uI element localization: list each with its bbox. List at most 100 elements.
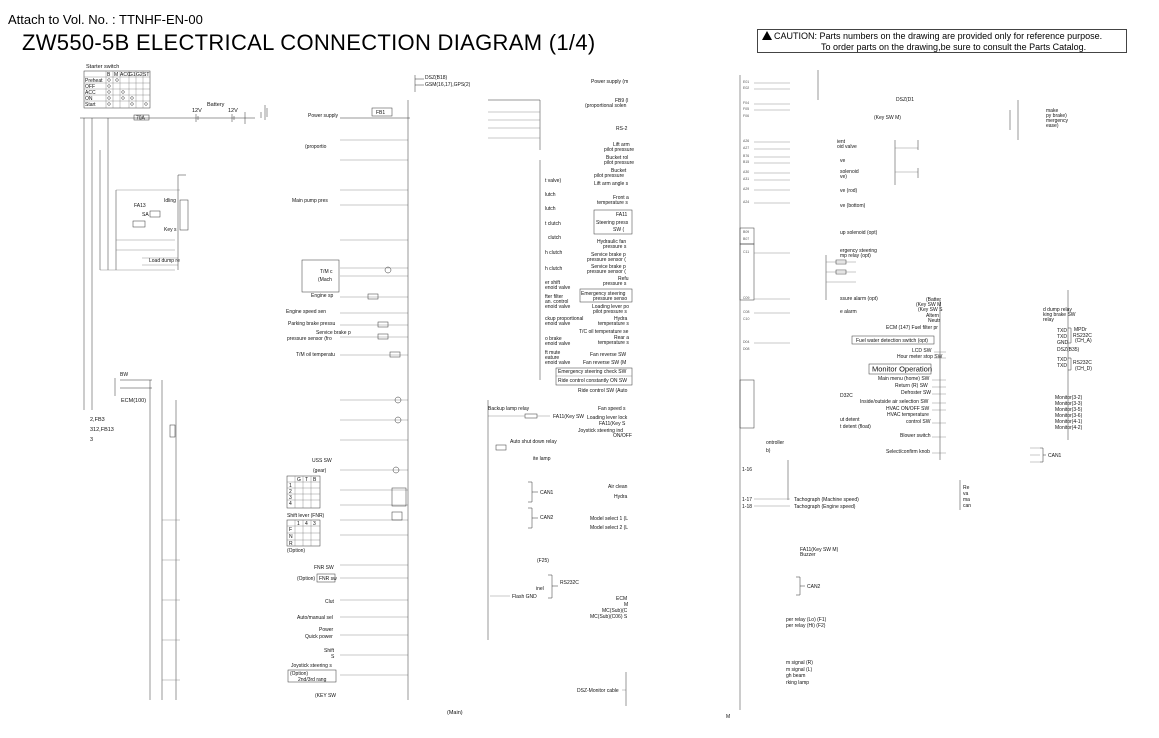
column5-section: make py brake) mergency ease) d dump rel… [959, 108, 1092, 510]
pin-c09: C09 [743, 296, 749, 300]
service-brake-2-label: Service brake p [591, 264, 626, 270]
dsz-b18-label: DSZ(B18) [425, 75, 448, 81]
clutch-5-label: h clutch [545, 250, 562, 256]
joystick-steering-label: Joystick steering s [291, 663, 332, 669]
hydraulic-fan-pressure-label: pressure s [603, 244, 627, 250]
column4-section: E01 E02 F04 F05 F06 A26 A27 B76 B15 A30 … [726, 70, 1019, 720]
oid-valve-label: oid valve [837, 144, 857, 150]
service-brake-1-sensor-label: pressure sensor ( [587, 257, 626, 263]
shift-col-3: 3 [313, 521, 316, 527]
column2-wires [340, 100, 409, 700]
pressure-sensor-label: pressure sensor (fro [287, 336, 332, 342]
ve-label: ve) [840, 174, 847, 180]
hvac-onoff-label: HVAC ON/OFF SW [886, 406, 930, 412]
fb1-label: FB1 [376, 110, 385, 116]
gnd-label: GND [1057, 340, 1069, 346]
gear-label: (gear) [313, 468, 327, 474]
refuel-label: Refu [618, 276, 629, 282]
fuel-filter-label: ECM (147) Fuel filter pr [886, 325, 938, 331]
fnr-sw-box [316, 573, 336, 583]
starter-switch-section: Starter switch B M ACC G1 G2 ST Preheat … [83, 64, 151, 109]
parking-brake-sw-label: king brake SW [1043, 312, 1076, 318]
f25-label: (F25) [537, 558, 549, 564]
power-supply-m-label: Power supply (m [591, 79, 628, 85]
shift-row-r: R [289, 541, 293, 547]
auto-brake-valve-label: enoid valve [545, 341, 571, 347]
pin-b76: B76 [743, 154, 749, 158]
idling-relay-box [132, 220, 146, 228]
tacho-machine-label: Tachograph (Machine speed) [794, 497, 859, 503]
column1-wiring: FA13 SA Key s Load dump re Idling BW ECM… [83, 118, 189, 700]
shift-col-4: 4 [305, 521, 308, 527]
m-col4-label: M [726, 714, 730, 720]
mute-valve-label: enoid valve [545, 360, 571, 366]
hydraulic-oil-label: Hydra [614, 316, 628, 322]
lift-arm-angle-label: Lift arm angle s [594, 181, 629, 187]
clutch-6-label: h clutch [545, 266, 562, 272]
parking-brake-label: Parking brake pressu [288, 321, 335, 327]
txd3-label: TXD [1057, 357, 1067, 363]
pin-3-label: 3 [90, 437, 93, 443]
fa11-key-col4-label: FA11(Key SW M) [800, 547, 839, 553]
gear-col-t: T [305, 477, 308, 483]
switch-col-g2: G2 [136, 72, 143, 78]
idling-label: Idling [164, 198, 176, 204]
load-dump-relay-label: d dump relay [1043, 307, 1072, 313]
mach-label: (Mach [318, 277, 332, 283]
gear-row-2: 2 [289, 489, 292, 495]
fa11-key2-label: FA11(Key S [599, 421, 626, 427]
signal-r-label: m signal (R) [786, 660, 813, 666]
pressure-alarm-label: ssure alarm (opt) [840, 296, 878, 302]
pin-a26: A26 [743, 139, 749, 143]
pump-relay-label: mp relay (opt) [840, 253, 871, 259]
fan-reverse-label: Fan reverse SW [590, 352, 626, 358]
dsz-b35-label: DSZ(B35) [1057, 347, 1080, 353]
can1-label: CAN1 [540, 490, 554, 496]
battery-grp-1: (Batter [926, 297, 941, 303]
fa11-key-label: FA11(Key SW [553, 414, 584, 420]
shift-row-n: N [289, 534, 293, 540]
tm-label: T/M c [320, 269, 333, 275]
gear-col-g: G [297, 477, 301, 483]
emergency-label: mergency [1046, 118, 1068, 124]
proportional-solenoid-label: (proportional solen [585, 103, 627, 109]
shift-label: Shift [324, 648, 335, 654]
e-alarm-label: e alarm [840, 309, 857, 315]
ecm-ground-label: BW [120, 372, 128, 378]
engine-speed-sensor-label: Engine speed sen [286, 309, 326, 315]
txd2-label: TXD [1057, 334, 1067, 340]
pin-e01: E01 [743, 80, 749, 84]
power-shift-label: er shift [545, 280, 561, 286]
refuel-pressure-label: pressure s [603, 281, 627, 287]
high-beam-label: gh beam [786, 673, 805, 679]
switch-col-m: M [114, 72, 118, 78]
proportional-label: (proportio [305, 144, 327, 150]
backup-lamp-relay [524, 413, 538, 419]
monitor-operation-box [868, 363, 932, 375]
fa13-label: FA13 [134, 203, 146, 209]
steering-press-label: Steering press [596, 220, 629, 226]
service-brake-label: Service brake p [316, 330, 351, 336]
pin-b09: B09 [743, 230, 749, 234]
gear-row-3: 3 [289, 495, 292, 501]
switch-row-acc: ACC [85, 90, 96, 96]
pin-a24: A24 [743, 200, 749, 204]
check-sw-box [555, 367, 633, 386]
monitor-3-2: Monitor(3-2) [1055, 395, 1083, 401]
fa11-label: FA11 [616, 212, 628, 218]
fan-reverse-m-label: Fan reverse SW (M [583, 360, 626, 366]
resistor [169, 424, 176, 438]
shift-option-label: (Option) [287, 548, 305, 554]
emergency-steering-col4-label: ergency steering [840, 248, 877, 254]
fuse-rating: 70A [136, 116, 146, 122]
switch-row-preheat: Preheat [85, 78, 103, 84]
dsz-d1-label: DSZ(D1 [896, 97, 914, 103]
switch-col-st: ST [143, 72, 149, 78]
monitor-3-6: Monitor(3-6) [1055, 413, 1083, 419]
lamp-label: ite lamp [533, 456, 551, 462]
dsz-monitor-label: DSZ-Monitor cable [577, 688, 619, 694]
option2-label: (Option) [290, 671, 308, 677]
fnr-option-label: (Option) [297, 576, 315, 582]
switch-row-off: OFF [85, 84, 95, 90]
